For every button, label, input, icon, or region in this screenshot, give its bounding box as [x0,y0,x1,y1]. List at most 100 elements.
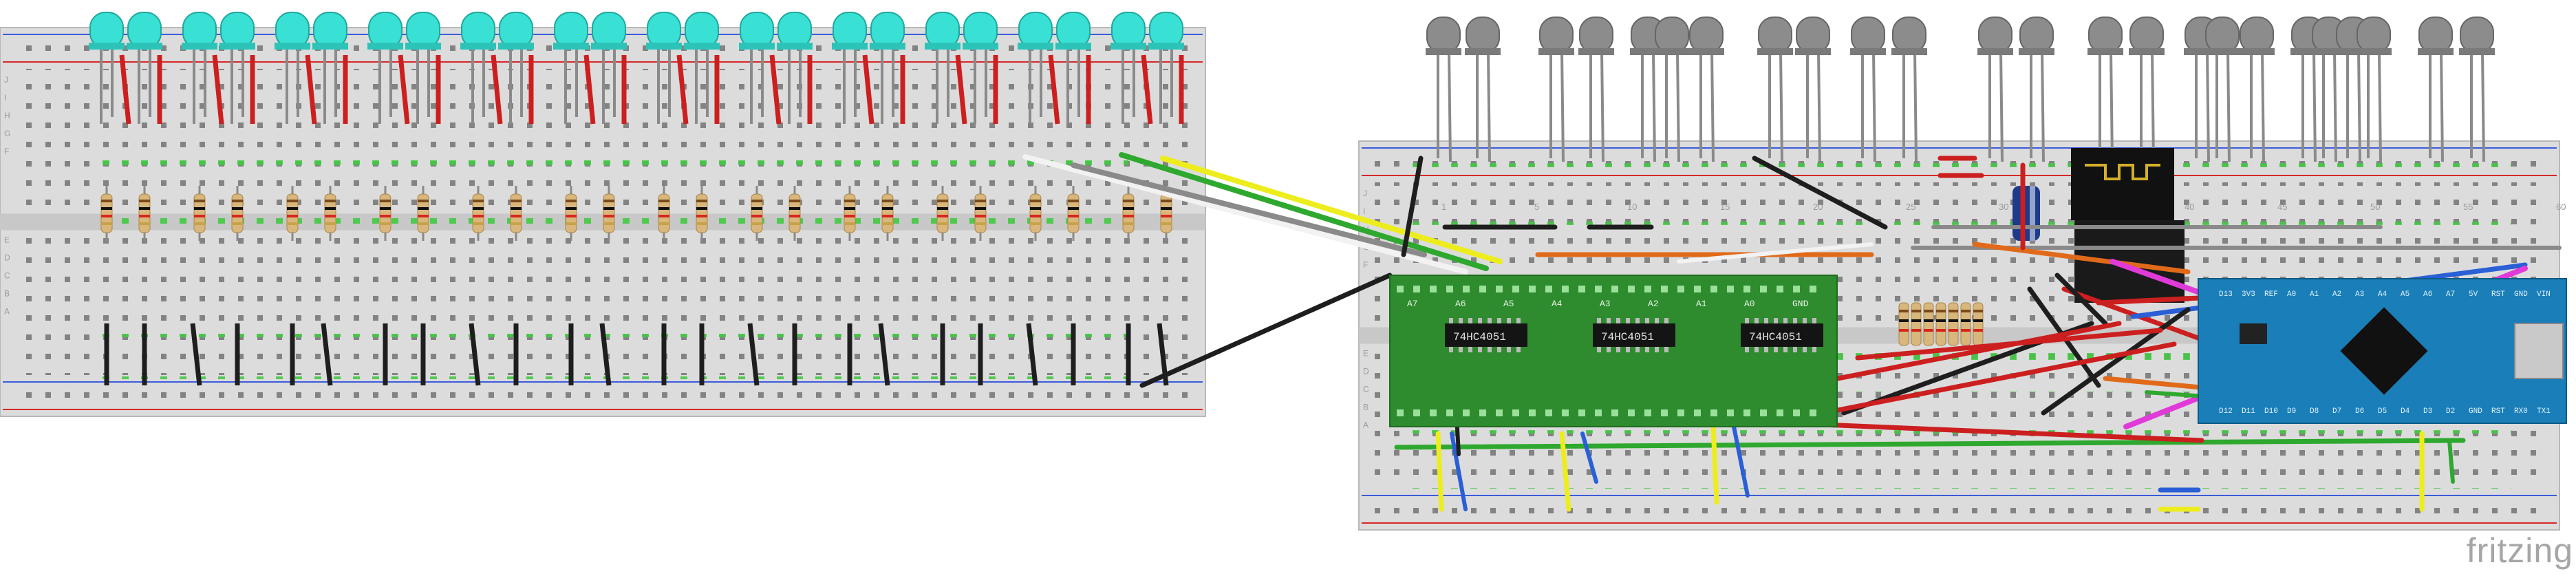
chip-pin [1803,318,1807,323]
chip-pin [1507,318,1511,323]
resistor-band [1936,329,1946,332]
gray-led [2087,17,2123,162]
arduino-pin-label: A2 [2332,290,2341,299]
mux-pin-label: A2 [1648,299,1659,309]
pcb-pad [1496,286,1503,292]
chip-pin [1449,318,1453,323]
resistor-band [1161,215,1172,217]
right-breadboard-row-letter: C [1363,385,1369,394]
mux-pin-label: A6 [1455,299,1466,309]
right-breadboard-row-letter: A [1363,420,1368,430]
led-leg [1652,51,1656,162]
led-rim [312,43,348,50]
chip-body [1445,323,1527,347]
resistor [286,186,299,241]
pcb-pad [1463,409,1470,416]
led-body [1851,17,1885,54]
resistor-band [287,222,298,225]
resistor-band [473,215,484,217]
red-wire [212,54,224,125]
black-wire [1139,273,1393,388]
resistor-band [751,222,762,225]
black-wire [321,323,333,386]
led-leg [2481,51,2485,162]
resistor-band [511,207,522,210]
cyan-led [312,12,348,124]
capacitor [2012,186,2040,241]
resistor-band [232,207,243,210]
column-number: 10 [1627,202,1637,212]
left-breadboard-row-letter: D [4,253,10,263]
led-rim [2239,48,2275,55]
resistor-band [1123,215,1134,217]
resistor-band [194,215,205,217]
resistor-band [1123,207,1134,210]
pcb-pad [1743,286,1750,292]
resistor-band [325,200,336,202]
right-breadboard-row-letter: D [1363,367,1369,376]
arduino-pin-label: RST [2491,290,2505,299]
resistor [1898,302,1909,346]
column-number: 55 [2463,202,2473,212]
arduino-pin-label: GND [2469,407,2482,416]
led-leg [2357,51,2361,162]
capacitor-stripe [2030,186,2035,241]
resistor [1948,302,1959,346]
pcb-pad [1777,409,1783,416]
red-wire [1800,321,2122,388]
capacitor-body [2012,186,2040,241]
pcb-pad [1595,286,1602,292]
led-leg [2312,51,2317,162]
chip-pin [1626,347,1630,352]
resistor-band [1899,310,1909,312]
led-body [2460,17,2494,54]
chip-pin [1655,318,1659,323]
resistor-body [1973,302,1984,346]
resistor-band [1123,222,1134,225]
right-breadboard-row-letter: J [1363,189,1367,198]
resistor-body [1935,302,1946,346]
resistor-band [975,215,986,217]
led-rim [684,43,720,50]
resistor-band [603,207,614,210]
led-leg [1560,51,1565,162]
pcb-pad [1628,409,1635,416]
resistor-body [1948,302,1959,346]
cyan-led [498,12,534,124]
mux-pin-label: A4 [1552,299,1563,309]
resistor-band [287,207,298,210]
led-leg [1817,51,1821,162]
pcb-pad [1430,286,1437,292]
resistor-body [1960,302,1971,346]
column-number: 15 [1720,202,1730,212]
resistor-band [975,222,986,225]
pcb-pad [1446,409,1453,416]
pcb-pad [1512,409,1519,416]
resistor-band [473,207,484,210]
column-number: 40 [2185,202,2194,212]
chip-pin [1764,347,1768,352]
led-rim [553,43,589,50]
resistor-band [937,215,948,217]
led-rim [405,43,441,50]
chip-pin [1459,318,1463,323]
resistor-band [287,215,298,217]
resistor-band [566,215,577,217]
led-rim [2335,48,2371,55]
chip-pin [1645,347,1649,352]
arduino-pin-label: D7 [2332,407,2341,416]
mux-pin-label: A0 [1744,299,1755,309]
pcb-pad [1710,286,1717,292]
resistor-band [511,200,522,202]
resistor-band [1068,207,1079,210]
pcb-pad [1710,409,1717,416]
led-body [1892,17,1926,54]
led-leg [2110,51,2114,162]
resistor-band [380,222,391,225]
pcb-pad [1463,286,1470,292]
chip-pin [1497,347,1501,352]
resistor [1960,302,1971,346]
gray-led [1850,17,1886,162]
resistor [472,186,484,241]
